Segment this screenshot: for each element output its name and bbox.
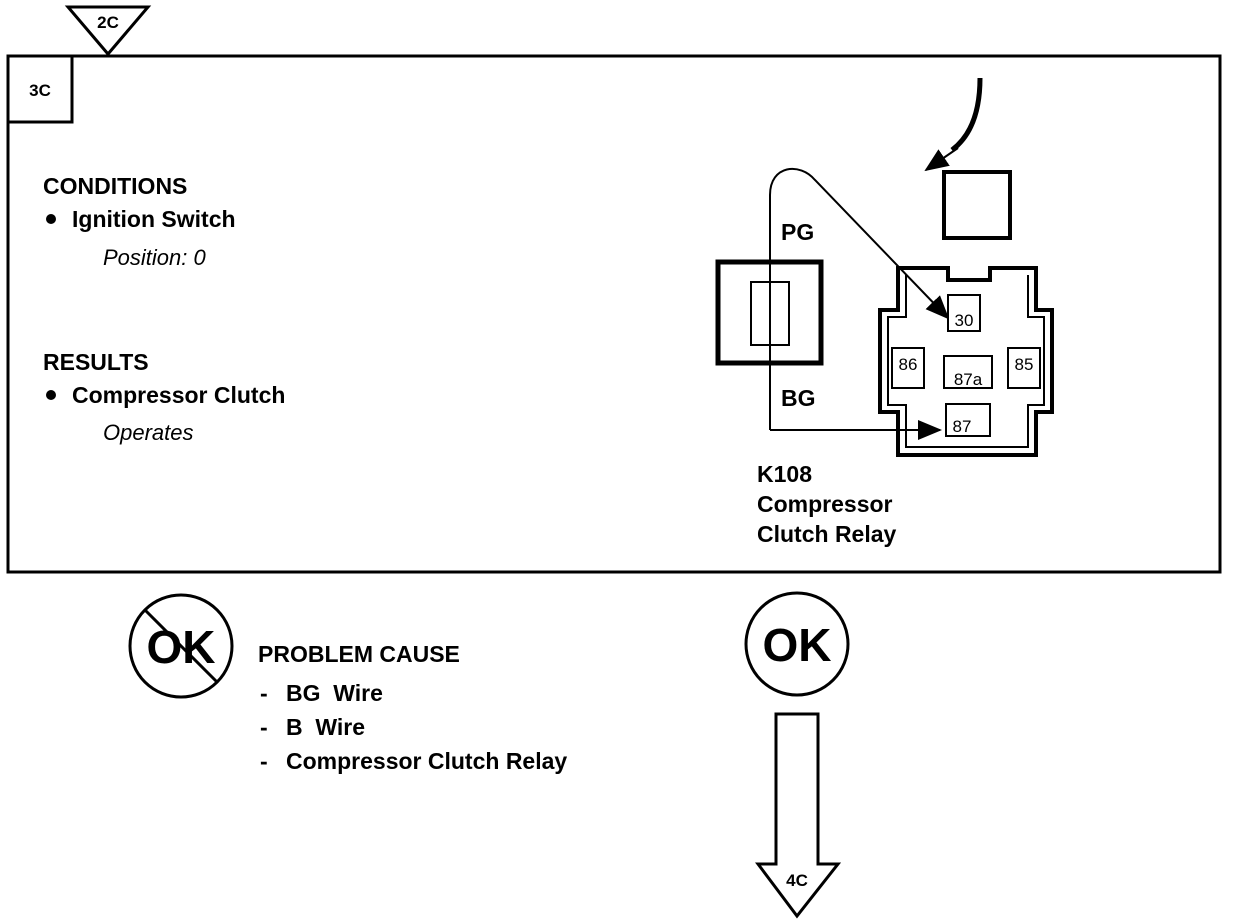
test-lead-pg bbox=[769, 167, 950, 430]
pin-86-label: 86 bbox=[899, 355, 918, 374]
wire-label-bg: BG bbox=[781, 385, 816, 411]
wire-label-pg: PG bbox=[781, 219, 814, 245]
relay-connector: 30 86 87a 85 87 bbox=[878, 266, 1054, 457]
step-4c-label: 4C bbox=[786, 871, 808, 890]
cause-item: BG Wire bbox=[286, 680, 383, 706]
relay-label-line-1: K108 bbox=[757, 461, 812, 487]
relay-label-line-3: Clutch Relay bbox=[757, 521, 897, 547]
results-heading: RESULTS bbox=[43, 349, 149, 375]
step-2c-marker: 2C bbox=[64, 5, 152, 57]
relay-label-line-2: Compressor bbox=[757, 491, 893, 517]
conditions-bullet-icon bbox=[46, 214, 56, 224]
step-2c-label: 2C bbox=[97, 13, 119, 32]
relay-socket bbox=[942, 170, 1012, 240]
conditions-item: Ignition Switch bbox=[72, 206, 236, 232]
next-step-arrow: 4C bbox=[755, 712, 842, 919]
cause-item: B Wire bbox=[286, 714, 365, 740]
step-3c-label: 3C bbox=[29, 81, 51, 100]
problem-cause-heading: PROBLEM CAUSE bbox=[258, 641, 460, 667]
step-3c-marker: 3C bbox=[6, 54, 74, 124]
results-detail: Operates bbox=[103, 420, 194, 445]
results-item: Compressor Clutch bbox=[72, 382, 285, 408]
cause-item: Compressor Clutch Relay bbox=[286, 748, 567, 774]
pin-87-label: 87 bbox=[953, 417, 972, 436]
ok-text: OK bbox=[763, 619, 832, 671]
not-ok-icon: OK bbox=[128, 593, 234, 699]
svg-text:-: - bbox=[260, 680, 268, 706]
test-lamp-icon bbox=[715, 259, 824, 366]
ok-icon: OK bbox=[744, 591, 850, 697]
pin-85-label: 85 bbox=[1015, 355, 1034, 374]
svg-text:-: - bbox=[260, 714, 268, 740]
conditions-detail: Position: 0 bbox=[103, 245, 206, 270]
svg-text:-: - bbox=[260, 748, 268, 774]
step-panel bbox=[6, 54, 1222, 574]
conditions-heading: CONDITIONS bbox=[43, 173, 187, 199]
pin-30-label: 30 bbox=[955, 311, 974, 330]
results-bullet-icon bbox=[46, 390, 56, 400]
harness-cable bbox=[924, 77, 1012, 240]
pin-87a-label: 87a bbox=[954, 370, 983, 389]
